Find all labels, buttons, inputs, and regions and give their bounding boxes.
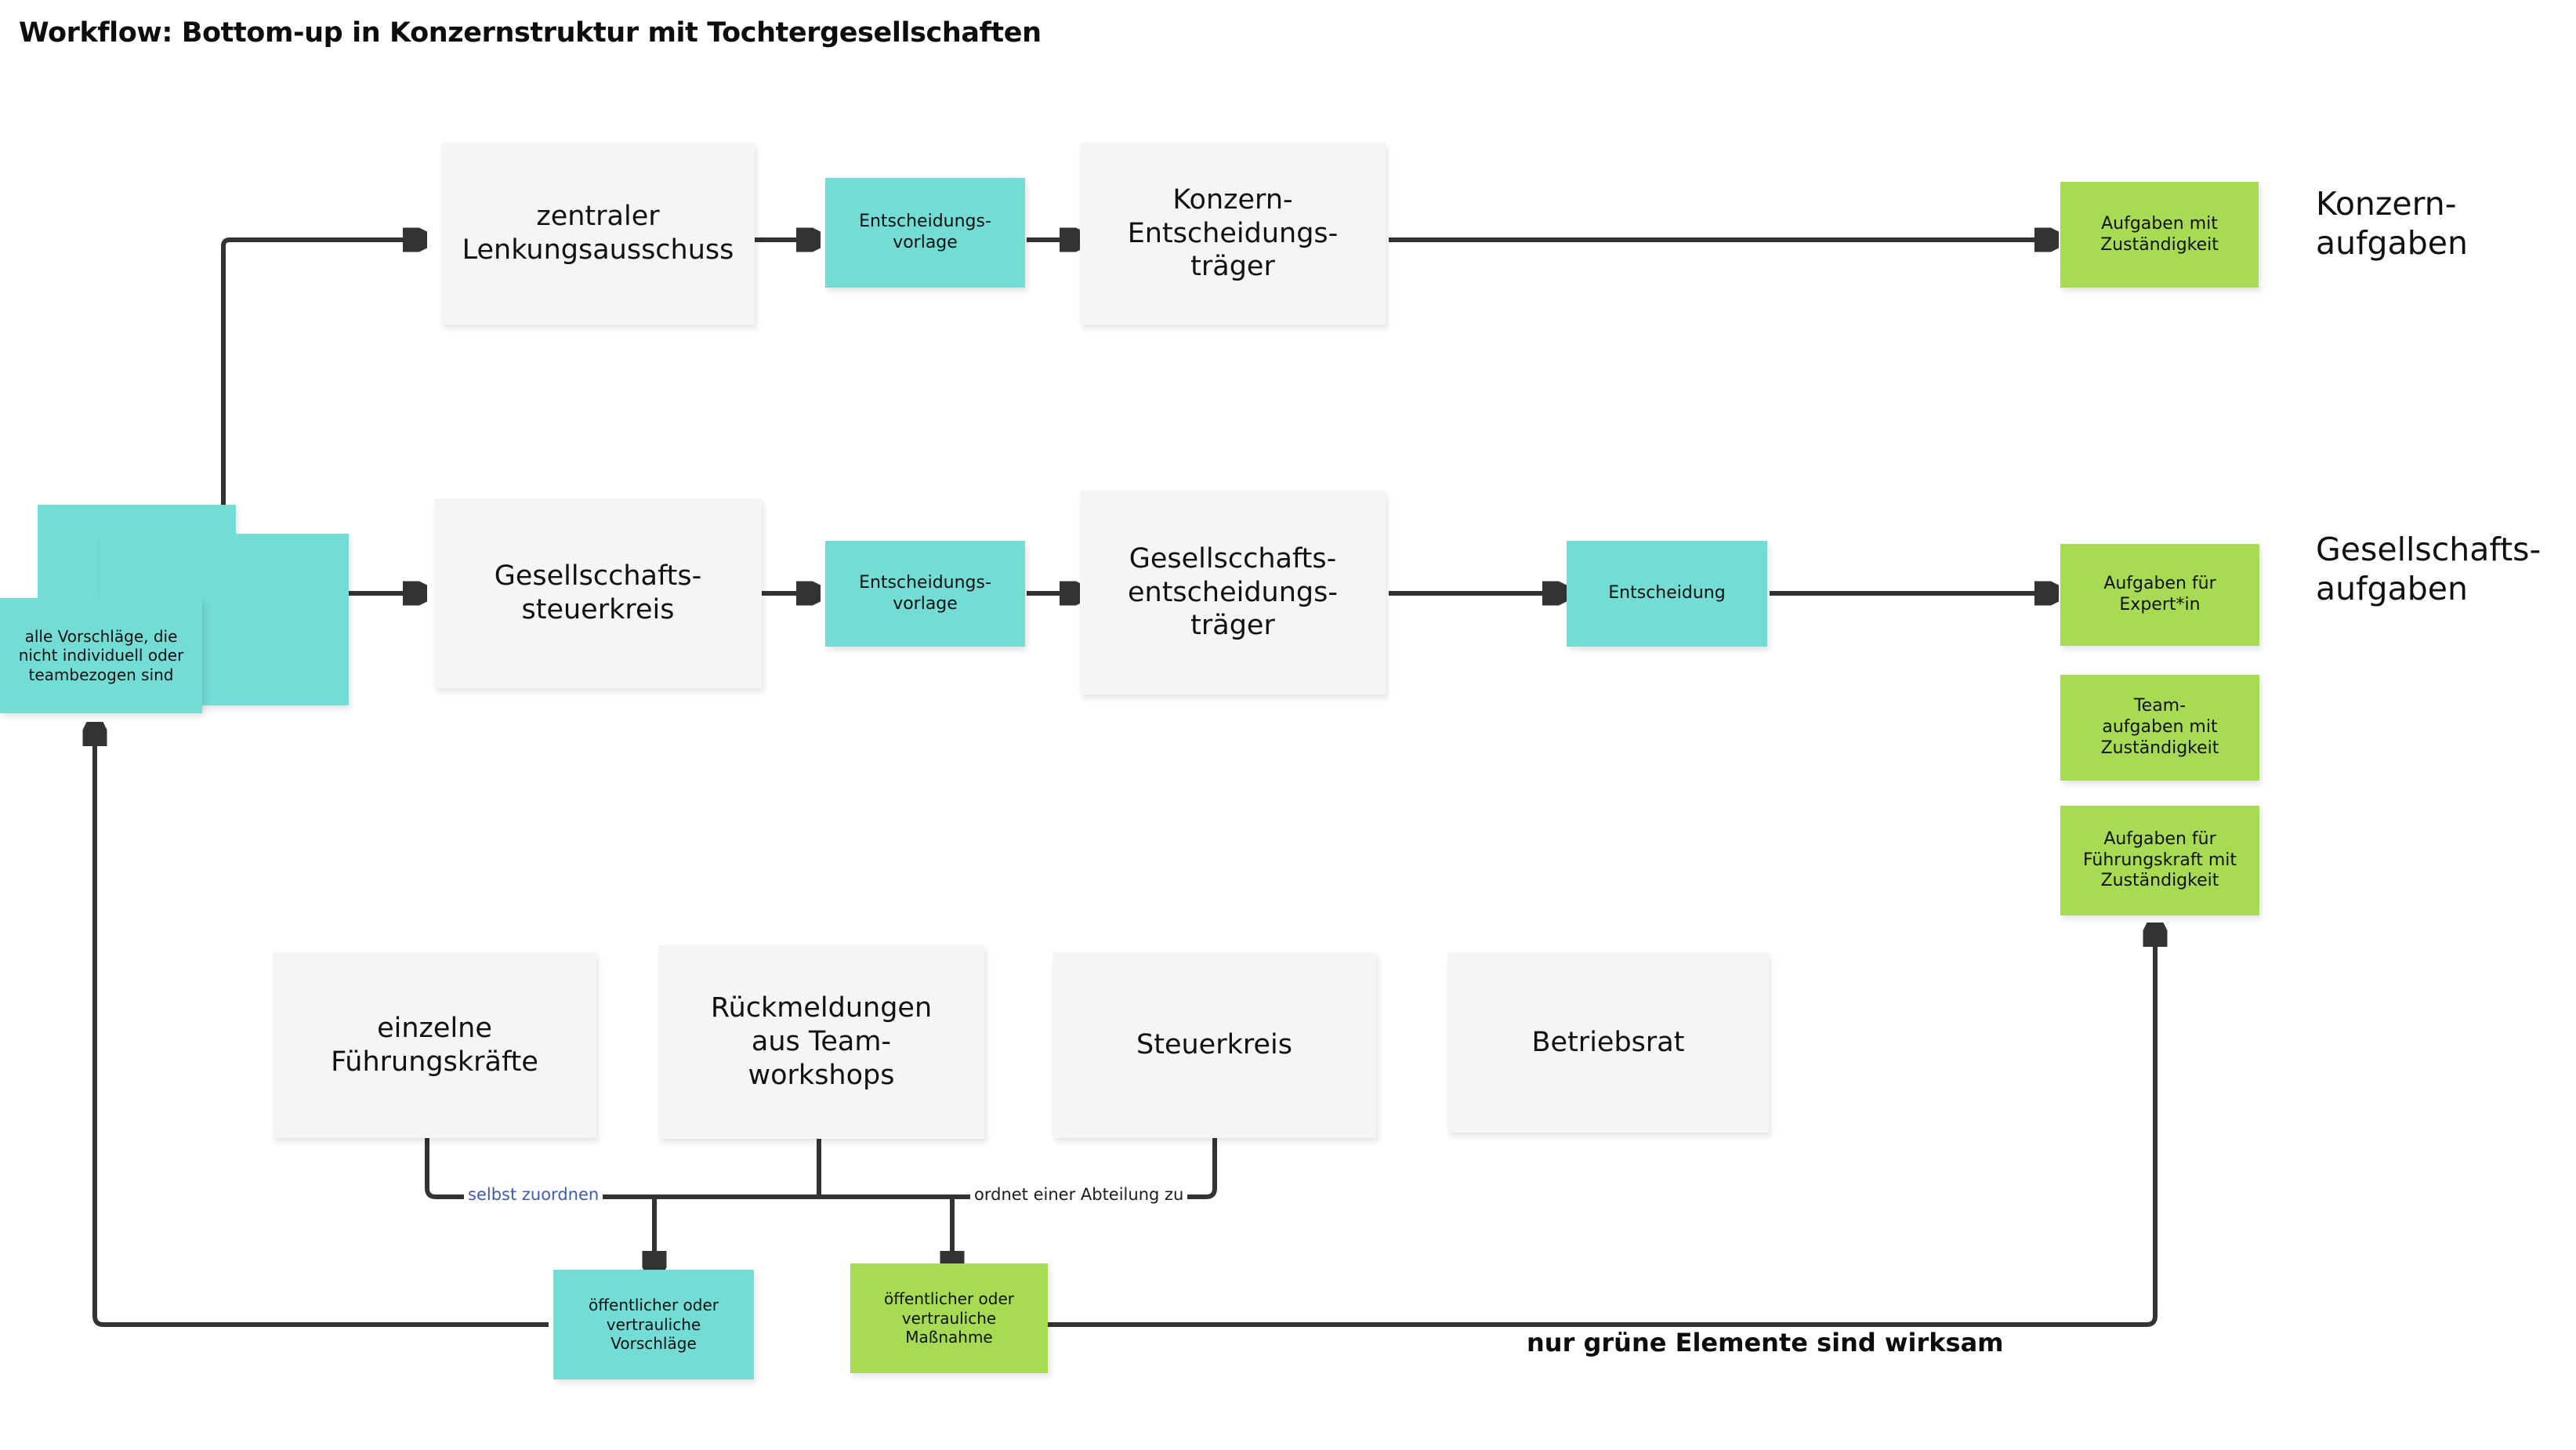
input-stack-card-front[interactable]: alle Vorschläge, die nicht individuell o… <box>0 598 202 713</box>
node-konzern-entscheidungstraeger[interactable]: Konzern- Entscheidungs- träger <box>1080 143 1386 324</box>
node-oeffentliche-vorschlaege[interactable]: öffentlicher oder vertrauliche Vorschläg… <box>553 1270 754 1379</box>
edge-label-selbst-zuordnen: selbst zuordnen <box>464 1187 603 1203</box>
node-steuerkreis[interactable]: Steuerkreis <box>1053 952 1376 1138</box>
node-zentraler-lenkungsausschuss[interactable]: zentraler Lenkungsausschuss <box>441 143 755 324</box>
node-aufgaben-fuer-fuehrungskraft[interactable]: Aufgaben für Führungskraft mit Zuständig… <box>2060 806 2259 915</box>
node-entscheidung[interactable]: Entscheidung <box>1567 541 1767 647</box>
node-rueckmeldungen-aus-teamworkshops[interactable]: Rückmeldungen aus Team- workshops <box>658 945 984 1139</box>
node-betriebsrat[interactable]: Betriebsrat <box>1447 952 1769 1133</box>
node-gesellschafts-steuerkreis[interactable]: Gesellscchafts- steuerkreis <box>434 498 762 688</box>
node-gesellschafts-entscheidungstraeger[interactable]: Gesellscchafts- entscheidungs- träger <box>1080 491 1386 694</box>
page-title: Workflow: Bottom-up in Konzernstruktur m… <box>19 17 1042 49</box>
node-entscheidungsvorlage-konzern[interactable]: Entscheidungs- vorlage <box>825 178 1025 288</box>
node-einzelne-fuehrungskraefte[interactable]: einzelne Führungskräfte <box>273 952 596 1138</box>
footer-note-gruene-elemente: nur grüne Elemente sind wirksam <box>1527 1328 2004 1358</box>
node-teamaufgaben-mit-zustaendigkeit[interactable]: Team- aufgaben mit Zuständigkeit <box>2060 675 2259 781</box>
lane-label-gesellschaftsaufgaben: Gesellschafts- aufgaben <box>2316 531 2542 608</box>
lane-label-konzernaufgaben: Konzern- aufgaben <box>2316 185 2468 263</box>
node-oeffentliche-massnahme[interactable]: öffentlicher oder vertrauliche Maßnahme <box>850 1263 1048 1373</box>
edge-label-ordnet-einer-abteilung-zu: ordnet einer Abteilung zu <box>970 1187 1188 1203</box>
node-aufgaben-mit-zustaendigkeit[interactable]: Aufgaben mit Zuständigkeit <box>2060 182 2259 288</box>
node-entscheidungsvorlage-gesellschaft[interactable]: Entscheidungs- vorlage <box>825 541 1025 647</box>
node-aufgaben-fuer-expertin[interactable]: Aufgaben für Expert*in <box>2060 544 2259 646</box>
